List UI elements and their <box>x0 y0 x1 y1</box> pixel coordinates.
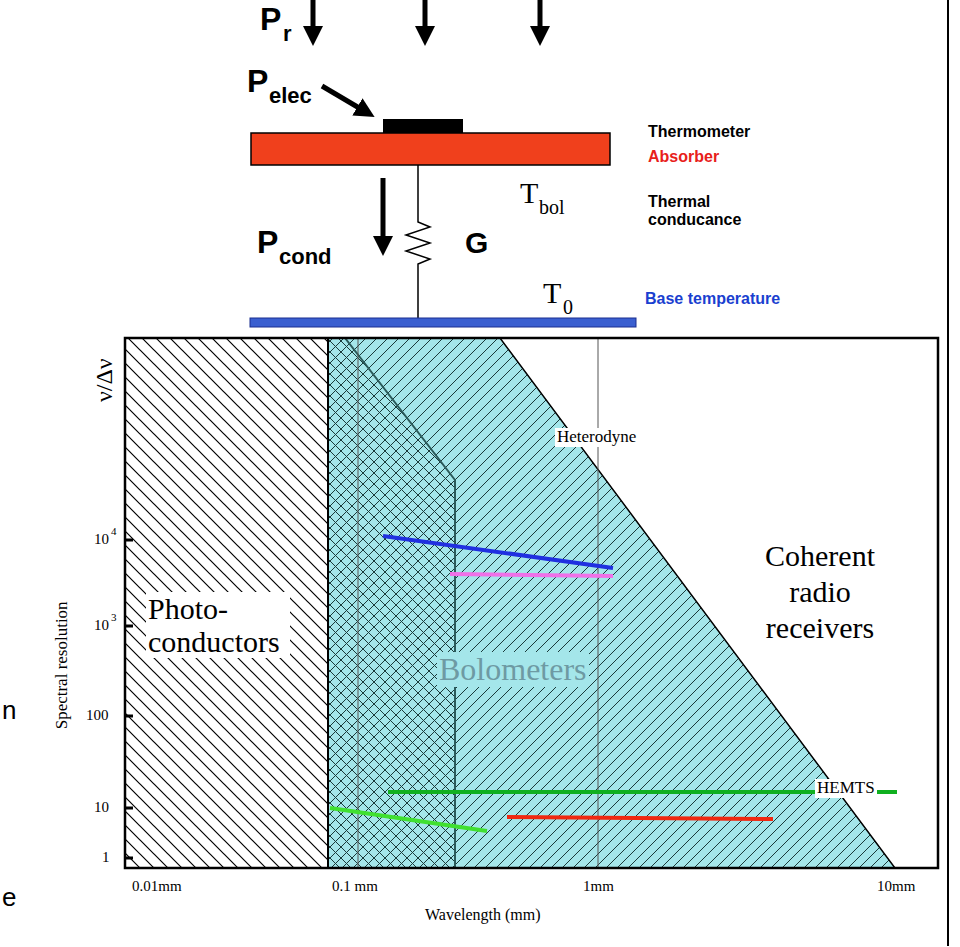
subscript: bol <box>539 196 565 218</box>
tick-exponent: 4 <box>111 525 117 537</box>
thermometer <box>383 119 463 133</box>
tick-label: 10 <box>94 531 109 548</box>
tick-label: 1 <box>102 849 110 866</box>
tick-label: 1mm <box>583 878 614 895</box>
resolution-chart <box>125 338 938 868</box>
radiation-arrows <box>313 0 540 36</box>
power-label: P <box>247 64 268 99</box>
slide-border <box>947 0 949 946</box>
electrical-power-arrow <box>322 86 366 112</box>
tick-label: 0.01mm <box>132 878 182 895</box>
thermal-conductance-resistor <box>406 165 430 318</box>
tick-label: 10 <box>94 799 109 816</box>
slide-text-fragment: e <box>2 883 16 912</box>
tick-label: 0.1 mm <box>332 878 378 895</box>
slide-text-fragment: n <box>2 696 16 725</box>
region-label: Heterodyne <box>555 428 638 447</box>
absorber <box>251 133 610 165</box>
part-name: Absorber <box>648 148 719 166</box>
axis-title: Spectral resolution <box>53 601 72 729</box>
tick-label: 3 <box>111 611 117 623</box>
axis-label: ν/Δν <box>91 358 117 402</box>
region-label: Photo- conductors <box>146 592 290 658</box>
tick-label: 100 <box>86 707 109 724</box>
tick-label: 10mm <box>877 878 915 895</box>
base-plate <box>250 318 636 327</box>
part-name: Thermal conducance <box>648 193 760 228</box>
conduction-arrow <box>381 178 386 246</box>
region-label: Coherent radio receivers <box>735 538 905 646</box>
part-name: Thermometer <box>648 123 750 141</box>
temperature-label: T <box>543 276 561 309</box>
region-label: Bolometers <box>437 652 589 687</box>
subscript: 0 <box>563 296 573 318</box>
subscript: cond <box>279 245 332 269</box>
subscript: r <box>283 22 292 46</box>
power-label: P <box>257 225 278 260</box>
part-name: Base temperature <box>645 290 780 308</box>
axis-title: Wavelength (mm) <box>425 906 541 924</box>
region-label: HEMTS <box>815 779 877 798</box>
subscript: elec <box>269 84 312 108</box>
temperature-label: T <box>520 176 538 209</box>
tick-label: 10 <box>94 617 109 634</box>
conductance-label: G <box>465 226 488 259</box>
power-label: P <box>260 2 281 37</box>
